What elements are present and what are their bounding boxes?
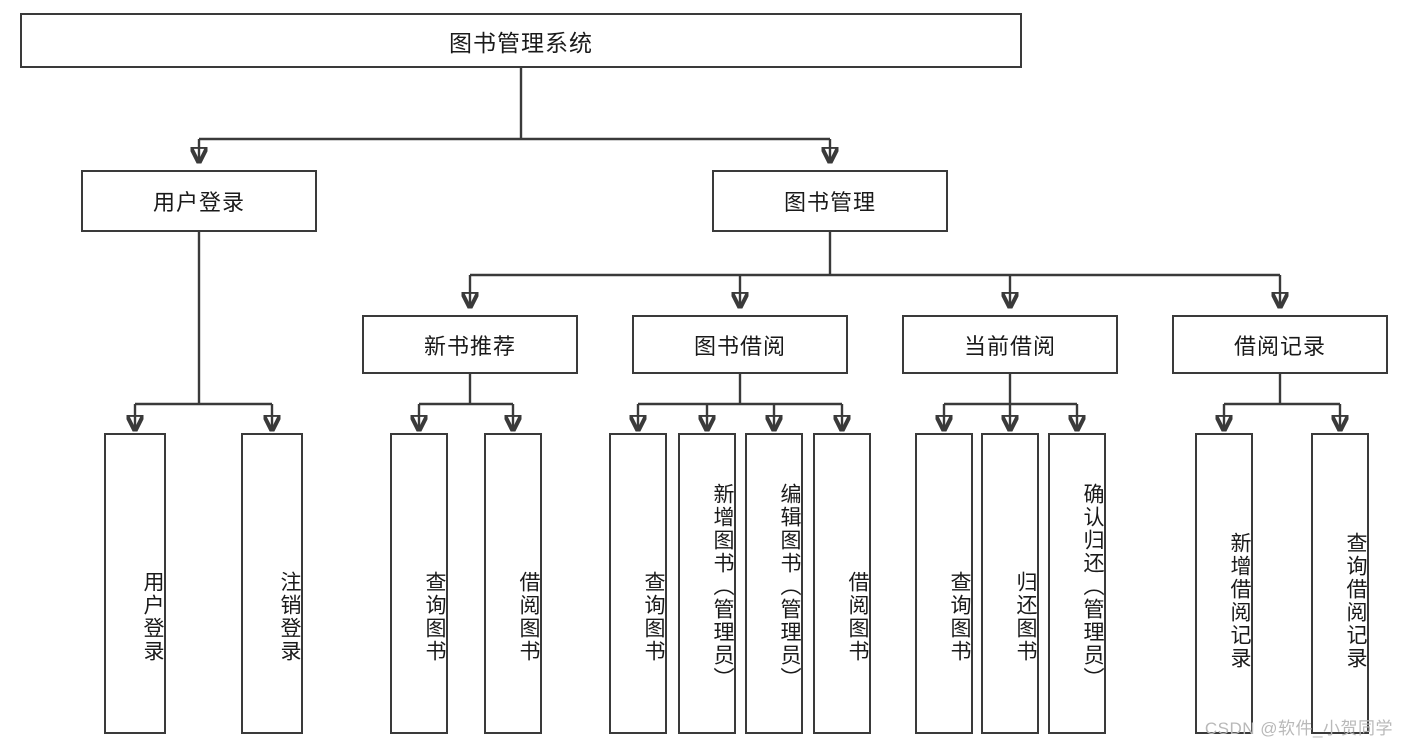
leaf-confirm-return[interactable]: 确认归还（管理员）: [1048, 433, 1106, 734]
leaf-query-book-3[interactable]: 查询图书: [915, 433, 973, 734]
node-user-login[interactable]: 用户登录: [81, 170, 317, 232]
leaf-return-book[interactable]: 归还图书: [981, 433, 1039, 734]
node-book-borrow[interactable]: 图书借阅: [632, 315, 848, 374]
leaf-edit-book[interactable]: 编辑图书（管理员）: [745, 433, 803, 734]
leaf-user-login[interactable]: 用户登录: [104, 433, 166, 734]
leaf-add-record[interactable]: 新增借阅记录: [1195, 433, 1253, 734]
node-current-borrow[interactable]: 当前借阅: [902, 315, 1118, 374]
node-borrow-record[interactable]: 借阅记录: [1172, 315, 1388, 374]
watermark-text: CSDN @软件_小贺同学: [1204, 719, 1393, 738]
leaf-borrow-book-1[interactable]: 借阅图书: [484, 433, 542, 734]
leaf-add-book[interactable]: 新增图书（管理员）: [678, 433, 736, 734]
leaf-query-record[interactable]: 查询借阅记录: [1311, 433, 1369, 734]
node-new-book-recommend[interactable]: 新书推荐: [362, 315, 578, 374]
leaf-query-book-1[interactable]: 查询图书: [390, 433, 448, 734]
leaf-user-logout[interactable]: 注销登录: [241, 433, 303, 734]
node-book-manage[interactable]: 图书管理: [712, 170, 948, 232]
leaf-borrow-book-2[interactable]: 借阅图书: [813, 433, 871, 734]
node-root[interactable]: 图书管理系统: [20, 13, 1022, 68]
leaf-query-book-2[interactable]: 查询图书: [609, 433, 667, 734]
